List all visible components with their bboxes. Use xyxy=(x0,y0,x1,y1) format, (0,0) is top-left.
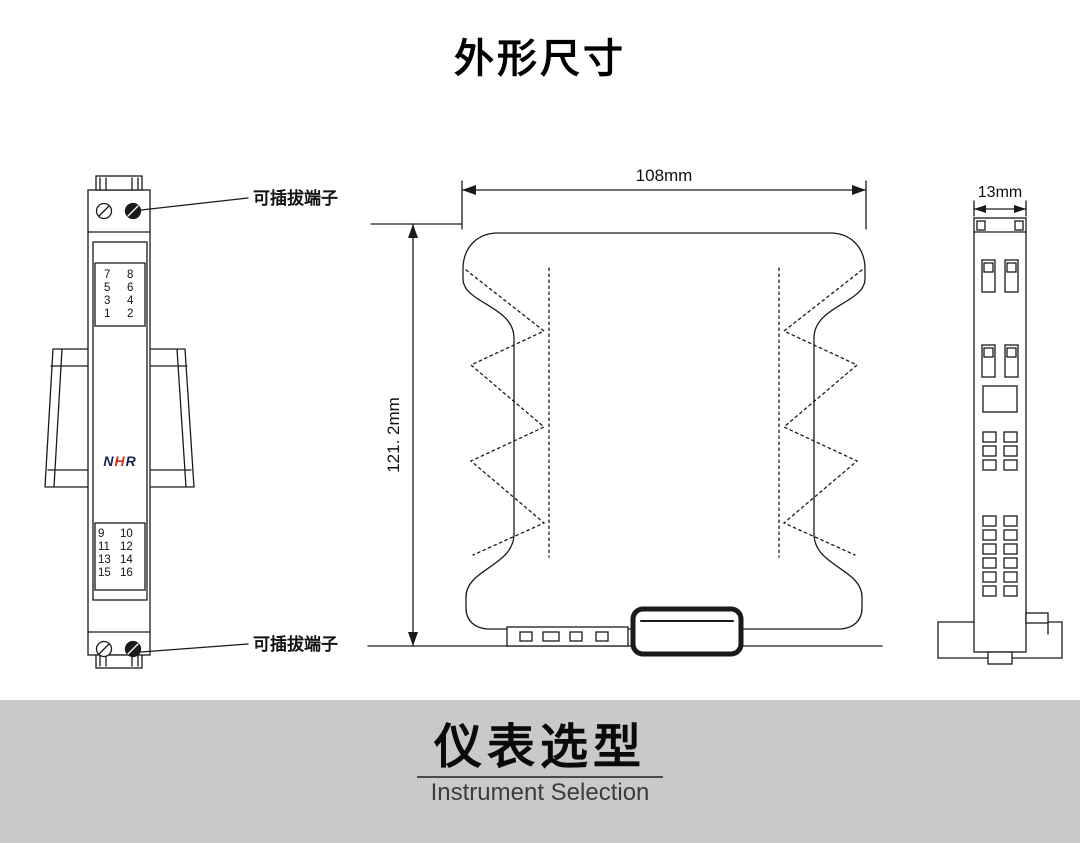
pluggable-terminal-label-bottom: 可插拔端子 xyxy=(253,634,338,654)
svg-text:4: 4 xyxy=(127,295,134,307)
footer-title: 仪表选型 xyxy=(433,721,646,774)
terminal-screws-bottom xyxy=(95,640,142,658)
module-side xyxy=(973,217,1049,665)
dim-height-label: 121. 2mm xyxy=(384,397,403,473)
footer-band: 仪表选型 Instrument Selection xyxy=(0,700,1080,843)
svg-text:8: 8 xyxy=(127,269,133,281)
terminal-screws-top xyxy=(95,202,142,220)
module-front xyxy=(87,175,151,669)
svg-text:10: 10 xyxy=(120,528,133,540)
dim-depth xyxy=(973,200,1027,217)
dim-width xyxy=(461,180,867,230)
svg-text:11: 11 xyxy=(98,541,110,553)
leader-line-bottom xyxy=(140,643,249,653)
dim-width-label: 108mm xyxy=(636,166,693,185)
side-view: 13mm xyxy=(937,184,1063,665)
svg-text:6: 6 xyxy=(127,282,133,294)
svg-text:13: 13 xyxy=(98,554,111,566)
nhr-logo: NHR xyxy=(103,453,136,469)
page-title: 外形尺寸 xyxy=(454,37,626,81)
terminal-box-top xyxy=(94,262,146,327)
din-rail xyxy=(44,348,195,488)
footer-subtitle: Instrument Selection xyxy=(416,776,664,807)
dim-height xyxy=(370,223,462,647)
profile-outline xyxy=(462,232,866,630)
svg-text:16: 16 xyxy=(120,567,133,579)
pluggable-terminal-label-top: 可插拔端子 xyxy=(253,188,338,208)
dotted-profile-right xyxy=(778,267,863,558)
svg-text:5: 5 xyxy=(104,282,110,294)
svg-text:15: 15 xyxy=(98,567,111,579)
svg-text:2: 2 xyxy=(127,308,133,320)
svg-text:1: 1 xyxy=(104,308,110,320)
base-strip xyxy=(506,626,629,647)
din-clip xyxy=(630,606,744,657)
terminal-numbers-bottom: 9 10 11 12 13 14 15 16 xyxy=(98,528,133,579)
svg-text:14: 14 xyxy=(120,554,133,566)
terminal-box-bottom xyxy=(94,522,146,591)
svg-text:9: 9 xyxy=(98,528,104,540)
terminal-numbers-top: 7 8 5 6 3 4 1 2 xyxy=(104,269,134,320)
leader-line-top xyxy=(140,197,249,211)
dotted-profile-left xyxy=(465,267,550,558)
dimension-drawing: 7 8 5 6 3 4 1 2 9 10 11 12 13 14 15 16 xyxy=(44,166,1063,669)
front-view: 7 8 5 6 3 4 1 2 9 10 11 12 13 14 15 16 xyxy=(44,175,338,669)
rail-latch xyxy=(1025,612,1049,624)
dim-depth-label: 13mm xyxy=(978,184,1022,201)
svg-text:7: 7 xyxy=(104,269,110,281)
svg-text:3: 3 xyxy=(104,295,110,307)
svg-text:12: 12 xyxy=(120,541,133,553)
profile-view: 108mm 121. 2mm xyxy=(367,166,883,657)
